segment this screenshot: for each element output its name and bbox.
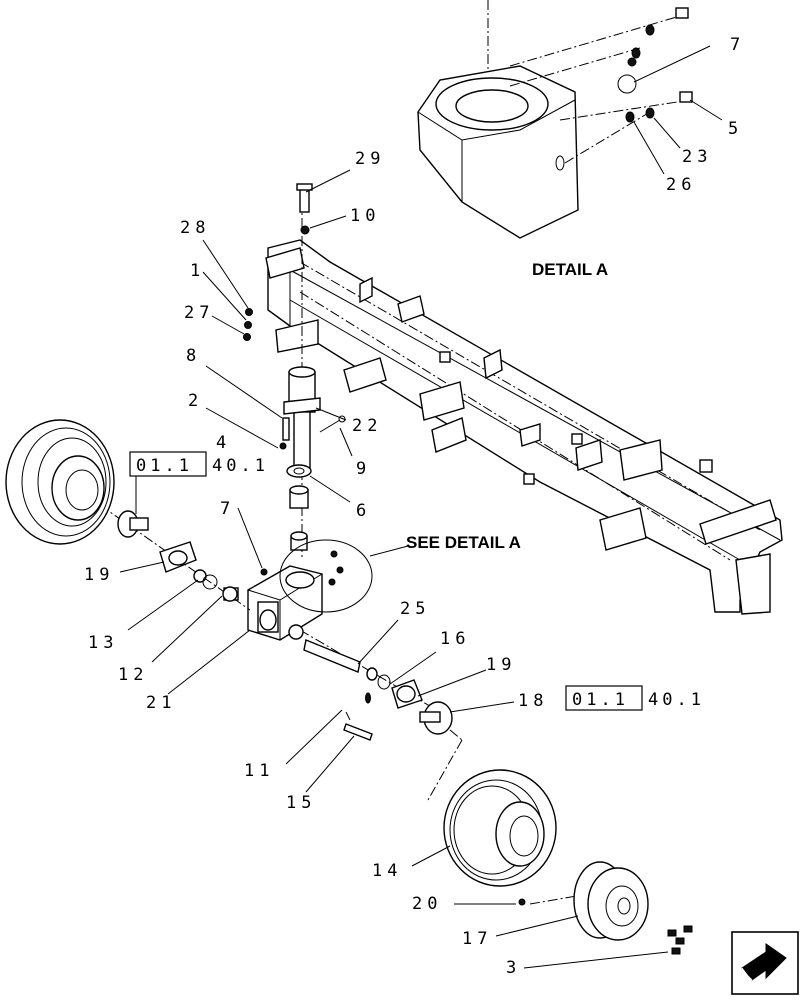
callout-26: 26 [666, 175, 696, 195]
callout-11: 11 [244, 761, 274, 781]
callout-25: 25 [400, 599, 430, 619]
reference-left-box: 01.1 [136, 456, 193, 476]
reference-left: 01.1 40.1 [129, 451, 269, 477]
callout-19-left: 19 [84, 565, 114, 585]
callout-16: 16 [440, 629, 470, 649]
callout-1: 1 [190, 261, 205, 281]
callouts: 29 10 28 1 27 8 2 4 22 9 6 7 7 5 23 26 1… [84, 35, 745, 978]
callout-7: 7 [220, 499, 235, 519]
see-detail-a-label: SEE DETAIL A [406, 533, 521, 552]
spindle-stack [243, 183, 346, 560]
callout-12: 12 [118, 665, 148, 685]
callout-23: 23 [682, 147, 712, 167]
callout-28: 28 [180, 218, 210, 238]
reference-left-suffix: 40.1 [212, 456, 269, 476]
callout-3: 3 [506, 958, 521, 978]
callout-14: 14 [372, 861, 402, 881]
callout-15: 15 [286, 793, 316, 813]
callout-7-detail: 7 [730, 35, 745, 55]
callout-20: 20 [412, 894, 442, 914]
reference-right-box: 01.1 [572, 690, 629, 710]
callout-2: 2 [188, 391, 203, 411]
leader-lines [119, 45, 723, 969]
callout-21: 21 [146, 693, 176, 713]
detail-a-housing [417, 0, 693, 239]
callout-29: 29 [355, 149, 385, 169]
callout-4: 4 [216, 433, 231, 453]
reference-right: 01.1 40.1 [565, 685, 705, 711]
callout-13: 13 [88, 633, 118, 653]
callout-22: 22 [352, 416, 382, 436]
callout-19-right: 19 [486, 655, 516, 675]
callout-18: 18 [518, 691, 548, 711]
next-page-arrow-icon[interactable] [731, 931, 799, 995]
right-wheel-assembly [288, 624, 693, 955]
left-wheel-assembly [5, 419, 251, 611]
reference-right-suffix: 40.1 [648, 690, 705, 710]
callout-9: 9 [356, 459, 371, 479]
axle-frame [265, 239, 783, 615]
callout-6: 6 [356, 501, 371, 521]
callout-5: 5 [728, 119, 743, 139]
callout-10: 10 [350, 206, 380, 226]
callout-17: 17 [462, 929, 492, 949]
knuckle-yoke [247, 539, 373, 641]
detail-a-title: DETAIL A [532, 260, 608, 279]
callout-27: 27 [184, 303, 214, 323]
callout-8: 8 [186, 346, 201, 366]
